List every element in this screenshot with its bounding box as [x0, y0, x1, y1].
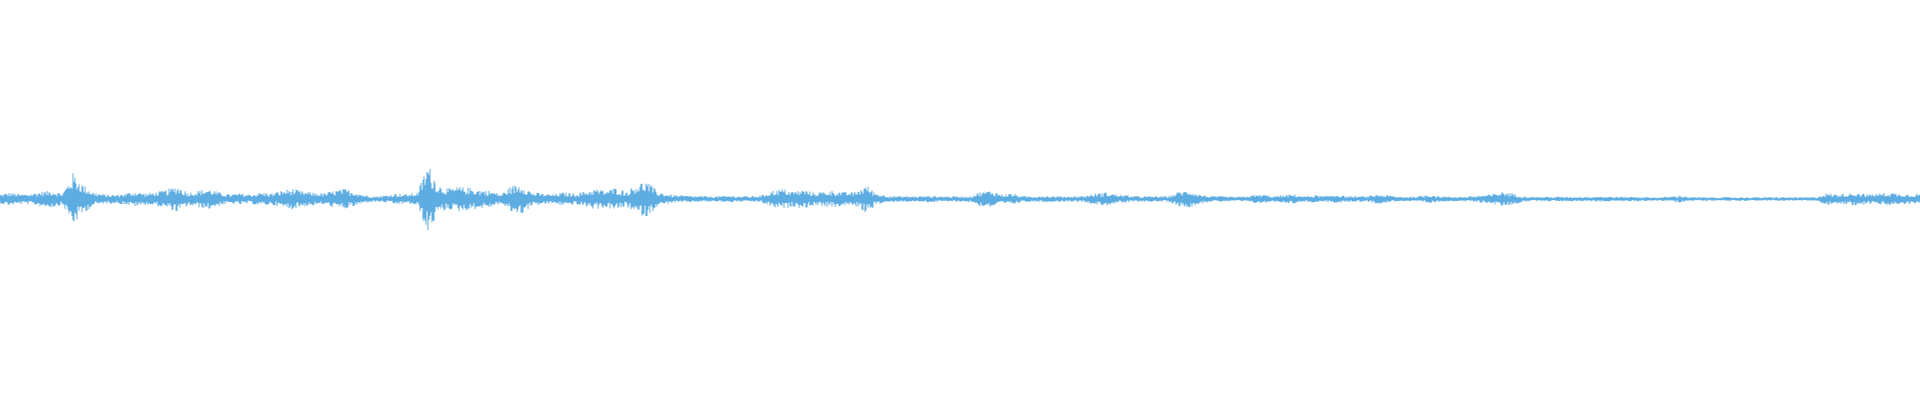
waveform-trace	[0, 169, 1920, 231]
